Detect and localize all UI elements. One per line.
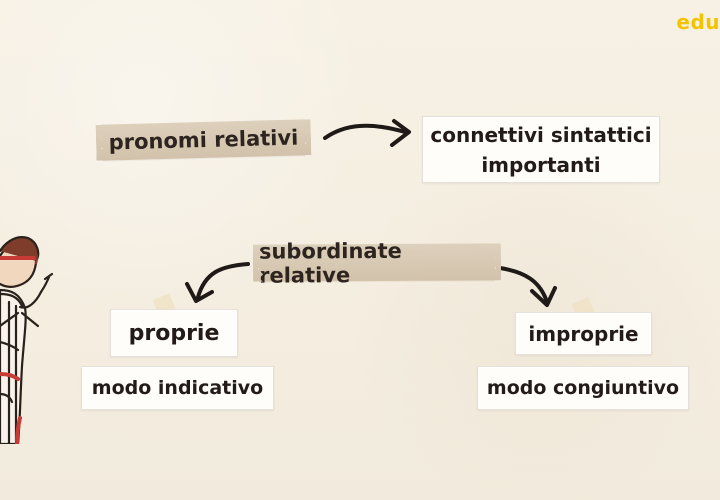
- student-figure-icon: [0, 234, 72, 444]
- right-branch-subtitle: modo congiuntivo: [486, 377, 680, 399]
- top-card-line1: connettivi sintattici: [430, 122, 652, 147]
- left-branch-title: proprie: [128, 320, 220, 346]
- middle-tag-label: subordinate relative: [258, 238, 402, 288]
- top-card: connettivi sintattici importanti: [422, 116, 660, 183]
- right-branch-subtitle-card: modo congiuntivo: [477, 366, 689, 410]
- left-branch-title-card: proprie: [110, 309, 238, 357]
- left-branch-subtitle: modo indicativo: [91, 377, 264, 399]
- brand-label: edu: [676, 10, 720, 34]
- top-tag: pronomi relativi: [101, 119, 306, 161]
- student-figure-svg: [0, 236, 54, 444]
- middle-tag: subordinate relative: [259, 238, 496, 287]
- left-branch-subtitle-card: modo indicativo: [81, 366, 274, 410]
- right-branch-title: improprie: [528, 321, 639, 346]
- top-card-line2: importanti: [481, 152, 601, 177]
- right-branch-title-card: improprie: [515, 312, 652, 355]
- top-tag-label: pronomi relativi: [108, 125, 299, 155]
